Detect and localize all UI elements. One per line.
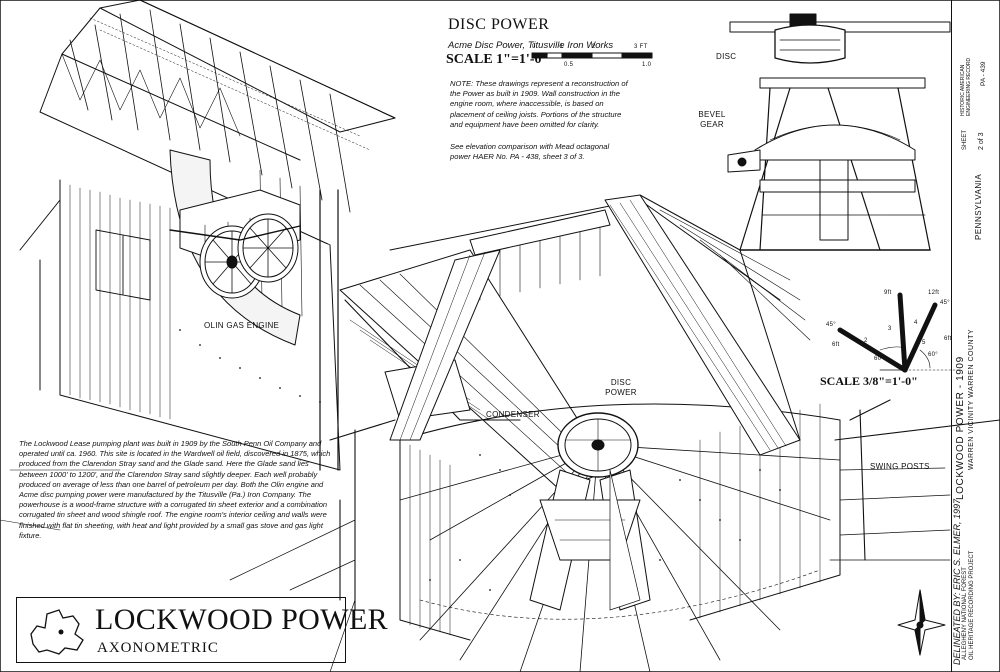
angle-label: 6ft <box>944 336 952 342</box>
angle-label: 60° <box>928 352 938 358</box>
scale-mark: 0.5 <box>564 62 574 68</box>
sub-title: AXONOMETRIC <box>97 640 219 656</box>
disc-power-subtitle: Acme Disc Power, Titusville Iron Works <box>448 40 614 51</box>
swing-posts-label: SWING POSTS <box>870 462 930 471</box>
north-arrow <box>897 589 946 656</box>
disc-power-unit <box>399 412 841 672</box>
county-map-icon <box>30 609 84 655</box>
agency-line-2: ENGINEERING RECORD <box>966 57 972 116</box>
angle-label: 6ft <box>832 342 840 348</box>
scale-bar-marks: 0 0.5 1 2 3 FT 1.0 <box>530 44 656 68</box>
angle-label: 9ft <box>884 290 892 296</box>
scale-mark: 1 <box>560 44 564 50</box>
scale-mark: 3 FT <box>634 44 648 50</box>
disc-scale-label: SCALE 1"=1'-0" <box>446 52 550 67</box>
angle-label: 12ft <box>928 290 940 296</box>
disc-label: DISC <box>716 52 737 61</box>
forest-line-2: OIL HERITAGE RECORDING PROJECT <box>969 550 975 660</box>
ground-stipple <box>179 329 781 591</box>
scale-mark: 2 <box>592 44 596 50</box>
olin-gas-engine <box>169 213 301 299</box>
bevel-gear-label: BEVEL GEAR <box>698 110 726 129</box>
disc-elevation-detail <box>727 13 951 251</box>
angle-diagram <box>837 292 961 373</box>
delineator-credit: DELINEATED BY: ERIC S. ELMER, 1997 <box>952 498 962 665</box>
angle-label: 60° <box>874 356 884 362</box>
scale-mark: 0 <box>532 44 536 50</box>
forest-line-1: ALLEGHENY NATIONAL FOREST <box>962 567 968 660</box>
disc-power-label: DISC POWER <box>605 378 637 397</box>
engine-house-roof <box>39 0 396 246</box>
angle-label: 4 <box>914 320 918 326</box>
angle-label: 45° <box>826 322 836 328</box>
scale-mark: 1.0 <box>642 62 652 68</box>
olin-gas-engine-label: OLIN GAS ENGINE <box>204 321 280 330</box>
project-state: PENNSYLVANIA <box>974 173 983 240</box>
title-box: LOCKWOOD POWER AXONOMETRIC <box>16 597 388 663</box>
condenser-label: CONDENSER <box>486 410 540 419</box>
angle-label: 2 <box>864 338 868 344</box>
sheet-number: 2 of 3 <box>978 132 985 150</box>
see-also-text: See elevation comparison with Mead octag… <box>450 142 610 162</box>
main-title: LOCKWOOD POWER <box>95 603 389 636</box>
disc-power-title: DISC POWER <box>448 16 550 33</box>
site-description: The Lockwood Lease pumping plant was bui… <box>19 439 331 540</box>
project-title: LOCKWOOD POWER - 1909 <box>955 356 966 500</box>
haer-number: PA - 439 <box>980 61 987 86</box>
octagon-roof-frame <box>389 194 811 456</box>
angle-label: 45° <box>940 300 950 306</box>
note-block: NOTE: These drawings represent a reconst… <box>450 79 630 162</box>
angle-label: 3 <box>888 326 892 332</box>
angle-label: 5 <box>922 340 926 346</box>
scale-bar-graphic <box>531 52 653 59</box>
sheet-label: SHEET <box>962 129 968 150</box>
project-location: WARREN VICINITY WARREN COUNTY <box>968 328 975 470</box>
axonometric-scale-label: SCALE 3/8"=1'-0" <box>820 374 918 388</box>
swing-posts <box>0 399 1000 672</box>
title-block-divider <box>951 0 952 672</box>
note-text: NOTE: These drawings represent a reconst… <box>450 79 628 129</box>
